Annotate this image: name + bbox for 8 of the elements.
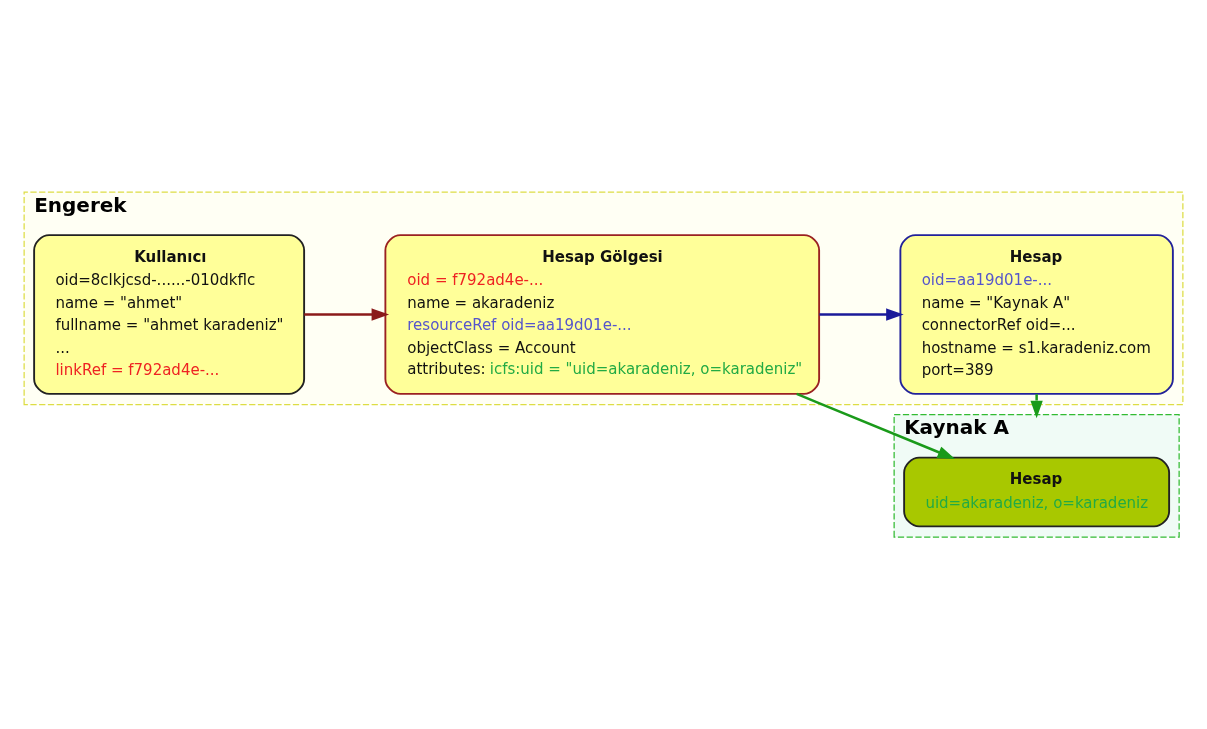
arrow	[819, 308, 904, 321]
node-box: Hesap uid=akaradeniz, o=karadeniz	[903, 456, 1171, 528]
node-box: Hesap oid=aa19d01e-... name = "Kaynak A" connectorRef oid=... hostname = s1.karadeniz.com port=389	[899, 234, 1174, 395]
arrow	[304, 308, 390, 321]
node-box: Kullanıcı oid=8clkjcsd-......-010dkflc name = "ahmet" fullname = "ahmet karadeniz" ... linkRef = f792ad4e-...	[33, 234, 306, 395]
arrow	[796, 392, 956, 459]
arrow	[1030, 394, 1043, 419]
node-box: Hesap Gölgesi oid = f792ad4e-... name = akaradeniz resourceRef oid=aa19d01e-... objectClass = Account attributes: icfs:uid = "uid=akaradeniz, o=karadeniz"	[384, 234, 821, 395]
